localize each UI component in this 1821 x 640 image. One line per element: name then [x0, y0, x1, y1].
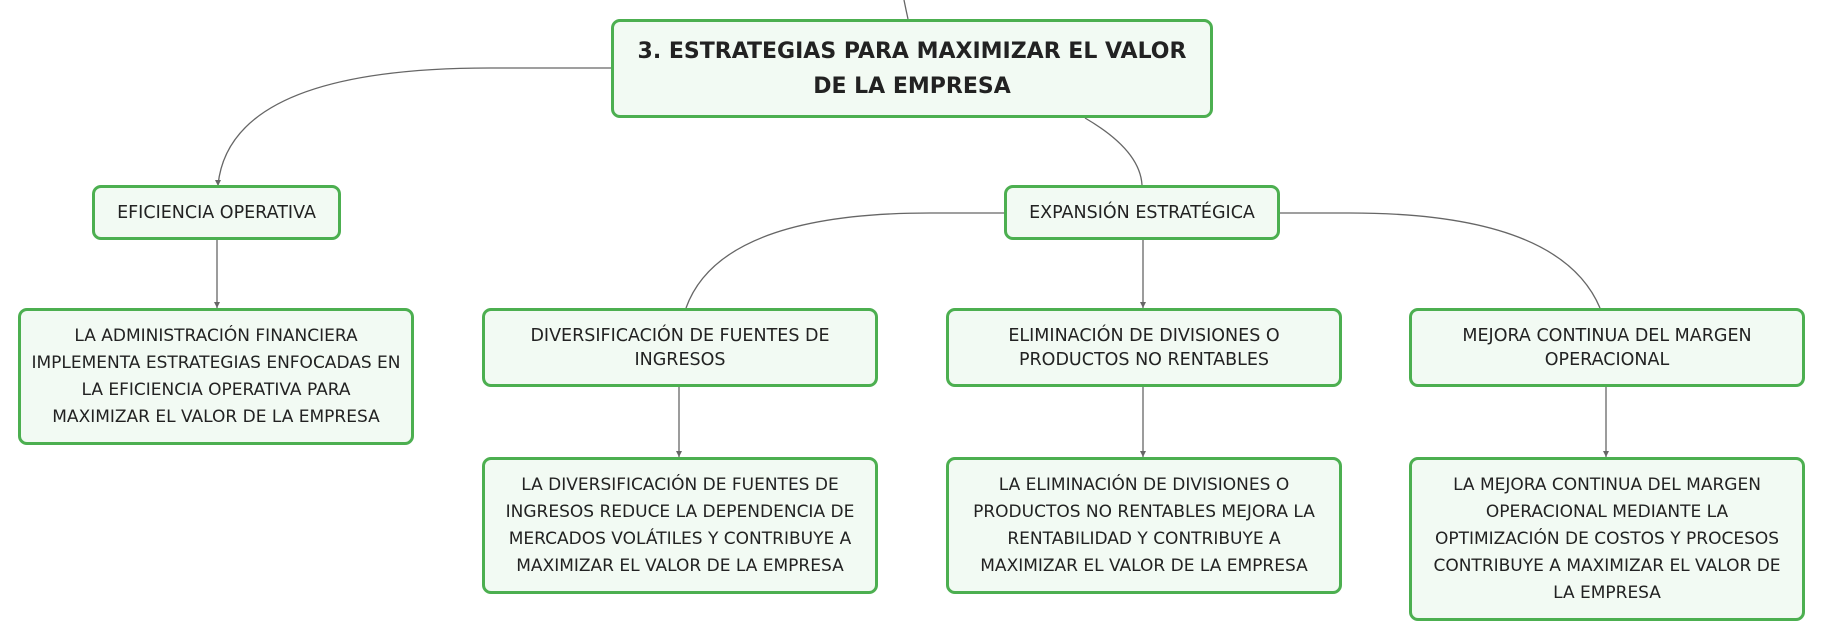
- topic-node-eficiencia-operativa[interactable]: EFICIENCIA OPERATIVA: [92, 185, 341, 240]
- detail-text-eliminacion: LA ELIMINACIÓN DE DIVISIONES O PRODUCTOS…: [973, 474, 1315, 576]
- connector-incoming-root: [903, 0, 909, 20]
- detail-text-mejora-continua: LA MEJORA CONTINUA DEL MARGEN OPERACIONA…: [1433, 474, 1781, 603]
- connector-root-eficiencia: [217, 67, 611, 186]
- topic-label-eficiencia-operativa: EFICIENCIA OPERATIVA: [117, 202, 316, 223]
- central-topic-node[interactable]: 3. ESTRATEGIAS PARA MAXIMIZAR EL VALOR D…: [611, 19, 1213, 118]
- detail-node-eficiencia-operativa[interactable]: LA ADMINISTRACIÓN FINANCIERA IMPLEMENTA …: [18, 308, 414, 445]
- connector-expansion-mejora: [1280, 212, 1601, 309]
- subtopic-node-mejora-continua[interactable]: MEJORA CONTINUA DEL MARGEN OPERACIONAL: [1409, 308, 1805, 387]
- subtopic-label-eliminacion: ELIMINACIÓN DE DIVISIONES O PRODUCTOS NO…: [1008, 325, 1280, 370]
- subtopic-node-eliminacion[interactable]: ELIMINACIÓN DE DIVISIONES O PRODUCTOS NO…: [946, 308, 1342, 387]
- detail-node-diversificacion[interactable]: LA DIVERSIFICACIÓN DE FUENTES DE INGRESO…: [482, 457, 878, 594]
- subtopic-label-mejora-continua: MEJORA CONTINUA DEL MARGEN OPERACIONAL: [1462, 325, 1752, 370]
- subtopic-node-diversificacion[interactable]: DIVERSIFICACIÓN DE FUENTES DE INGRESOS: [482, 308, 878, 387]
- central-topic-label: 3. ESTRATEGIAS PARA MAXIMIZAR EL VALOR D…: [637, 38, 1187, 99]
- topic-label-expansion-estrategica: EXPANSIÓN ESTRATÉGICA: [1029, 202, 1255, 223]
- detail-text-diversificacion: LA DIVERSIFICACIÓN DE FUENTES DE INGRESO…: [505, 474, 855, 576]
- topic-node-expansion-estrategica[interactable]: EXPANSIÓN ESTRATÉGICA: [1004, 185, 1280, 240]
- subtopic-label-diversificacion: DIVERSIFICACIÓN DE FUENTES DE INGRESOS: [530, 325, 830, 370]
- connector-root-expansion: [1084, 117, 1143, 186]
- detail-node-mejora-continua[interactable]: LA MEJORA CONTINUA DEL MARGEN OPERACIONA…: [1409, 457, 1805, 621]
- connector-expansion-diversificacion: [685, 212, 1004, 309]
- detail-text-eficiencia-operativa: LA ADMINISTRACIÓN FINANCIERA IMPLEMENTA …: [31, 325, 401, 427]
- detail-node-eliminacion[interactable]: LA ELIMINACIÓN DE DIVISIONES O PRODUCTOS…: [946, 457, 1342, 594]
